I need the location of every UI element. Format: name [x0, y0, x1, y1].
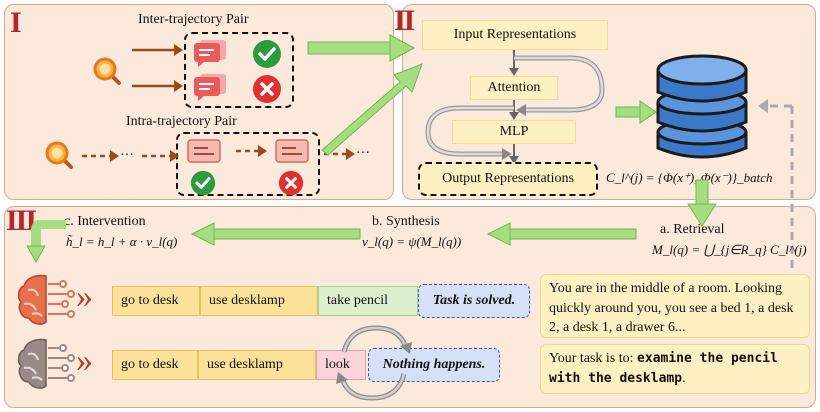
inter-arrows: [132, 44, 183, 92]
intra-ellipsis-left: ···: [120, 148, 134, 163]
green-arrow-down: [687, 179, 717, 227]
synthesis-formula: v_l(q) = ψ(M_l(q)): [362, 234, 462, 249]
retrieval-label: a. Retrieval: [660, 222, 725, 237]
green-arrow-to-input: [307, 34, 416, 62]
retrieval-formula: M_l(q) = ⋃_{j∈R_q} C_l^(j): [652, 242, 807, 257]
inter-pair-box: [184, 32, 294, 108]
transformer-flow: [425, 50, 605, 164]
cross-icon: [253, 75, 281, 103]
task-prefix: Your task is to:: [549, 351, 638, 366]
message-box-icon: [187, 139, 221, 163]
inter-trajectory-title: Inter-trajectory Pair: [138, 12, 249, 27]
action-go-to-desk: go to desk: [112, 350, 198, 380]
action-take-pencil: take pencil: [318, 286, 418, 316]
intra-dashed-arrow: [82, 150, 119, 162]
section-numeral-1: I: [10, 6, 22, 39]
output-representations-box: Output Representations: [418, 162, 598, 196]
action-use-desklamp: use desklamp: [200, 286, 318, 316]
observation-text: You are in the middle of a room. Looking…: [540, 274, 810, 338]
message-box-icon: [275, 139, 309, 163]
green-arrow-to-db: [615, 100, 657, 124]
dashed-return-arrow: [758, 99, 794, 282]
check-icon: [253, 40, 281, 68]
green-arrow-left: [486, 222, 637, 246]
intra-dashed-arrow: [142, 150, 179, 162]
magnifier-icon: [45, 141, 73, 169]
magnifier-icon: [93, 57, 121, 85]
contrast-formula: C_l^(j) = {Φ(x⁺), Φ(x⁻)}_batch: [606, 170, 773, 185]
attention-box: Attention: [470, 76, 558, 100]
intervention-formula: h̃_l = h_l + α · v_l(q): [66, 234, 178, 249]
message-icon: [194, 40, 226, 67]
green-arrow-left: [190, 222, 361, 246]
task-text: Your task is to: examine the pencil with…: [540, 344, 810, 394]
green-arrow-bent: [26, 220, 66, 264]
task-suffix: .: [682, 370, 686, 386]
action-go-to-desk: go to desk: [112, 286, 200, 316]
message-icon: [194, 74, 226, 101]
section-numeral-2: II: [394, 4, 415, 37]
cross-icon: [278, 170, 304, 196]
input-representations-box: Input Representations: [422, 20, 608, 50]
database-icon: [656, 54, 748, 159]
chevrons-row2: »: [76, 342, 93, 379]
brain-icon-original: [17, 338, 75, 389]
task-instruction: examine the pencil with the desklamp: [549, 351, 778, 386]
brain-icon-steered: [17, 274, 75, 325]
result-nothing-happens: Nothing happens.: [368, 348, 500, 382]
action-use-desklamp: use desklamp: [198, 350, 316, 380]
intra-trajectory-title: Intra-trajectory Pair: [126, 114, 237, 129]
check-icon: [190, 170, 216, 196]
mlp-box: MLP: [452, 120, 576, 144]
result-task-solved: Task is solved.: [418, 284, 530, 318]
loop-arrows-icon: [336, 325, 412, 401]
intra-dashed-arrow: [236, 145, 267, 157]
intra-ellipsis-right: ···: [356, 146, 370, 161]
green-arrow-diagonal: [321, 63, 423, 156]
synthesis-label: b. Synthesis: [372, 214, 440, 229]
chevrons-row1: »: [76, 278, 93, 315]
intra-pair-box: [176, 132, 320, 196]
intervention-label: c. Intervention: [64, 214, 146, 229]
